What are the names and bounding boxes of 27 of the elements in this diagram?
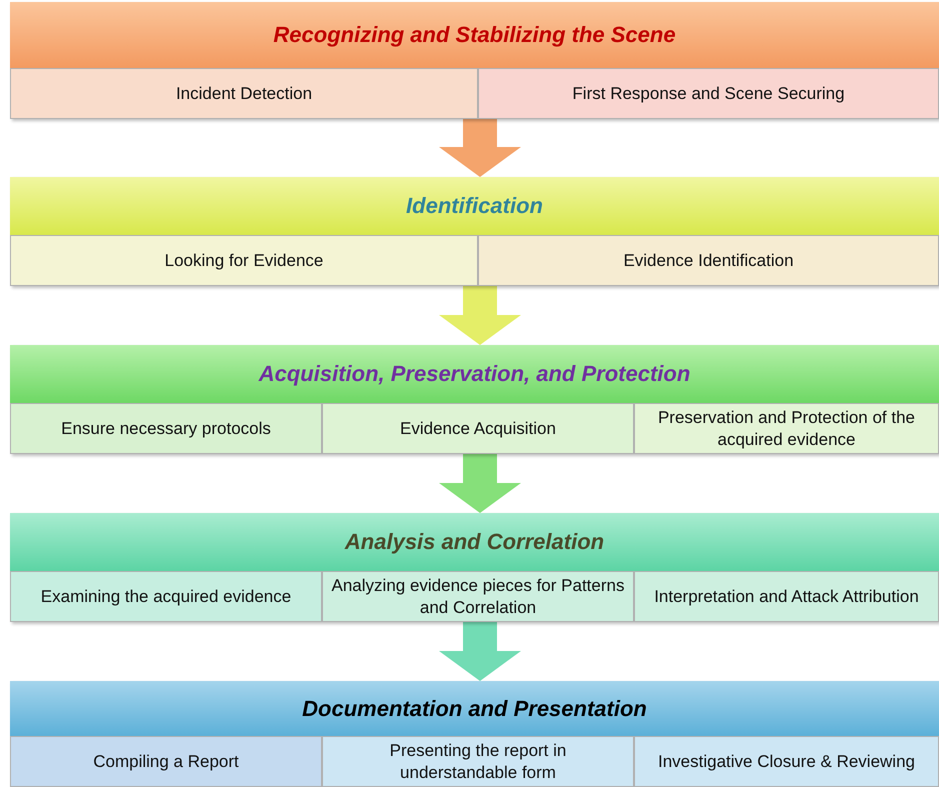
step-box: Preservation and Protection of the acquired evidence <box>634 403 939 454</box>
flow-arrow <box>439 119 521 177</box>
step-box: Presenting the report in understandable form <box>322 736 634 787</box>
stage-panel <box>10 681 939 787</box>
step-box: Incident Detection <box>10 68 478 119</box>
step-box: Looking for Evidence <box>10 235 478 286</box>
step-box: Analyzing evidence pieces for Patterns and Correlation <box>322 571 634 622</box>
stage-panel <box>10 345 939 454</box>
step-box: Examining the acquired evidence <box>10 571 322 622</box>
step-box: Evidence Identification <box>478 235 939 286</box>
step-box: Interpretation and Attack Attribution <box>634 571 939 622</box>
stage-panel <box>10 177 939 286</box>
step-box: Investigative Closure & Reviewing <box>634 736 939 787</box>
stage-panel <box>10 2 939 119</box>
step-box: Ensure necessary protocols <box>10 403 322 454</box>
flow-arrow <box>439 286 521 345</box>
stage-title: Identification <box>406 193 543 219</box>
stage-title: Documentation and Presentation <box>302 696 647 722</box>
stage-panel <box>10 513 939 622</box>
stage-title: Analysis and Correlation <box>344 529 604 555</box>
stage-title: Recognizing and Stabilizing the Scene <box>273 22 676 48</box>
flow-arrow <box>439 622 521 681</box>
step-box: Compiling a Report <box>10 736 322 787</box>
step-box: First Response and Scene Securing <box>478 68 939 119</box>
stage-title: Acquisition, Preservation, and Protection <box>258 361 690 387</box>
step-box: Evidence Acquisition <box>322 403 634 454</box>
flow-arrow <box>439 454 521 513</box>
